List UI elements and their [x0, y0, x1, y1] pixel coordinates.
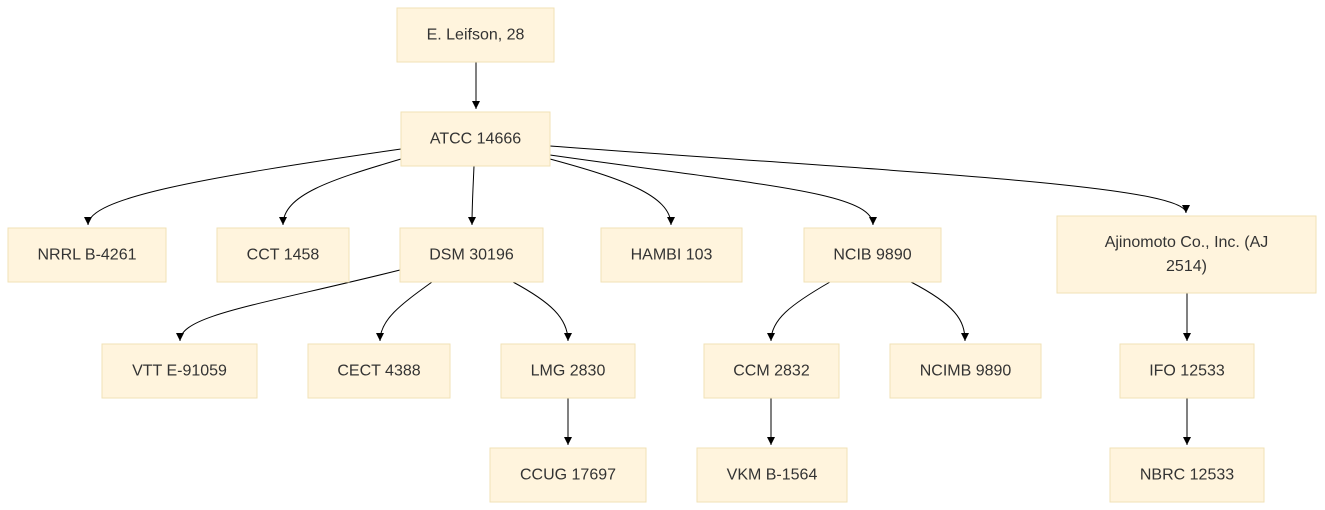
node-ifo: IFO 12533: [1119, 343, 1255, 399]
node-label: LMG 2830: [531, 363, 606, 380]
node-nbrc: NBRC 12533: [1109, 447, 1265, 503]
node-label: NRRL B-4261: [37, 247, 136, 264]
node-box: [216, 227, 350, 283]
edges-layer: [84, 62, 1191, 445]
edge-atcc-to-hambi: [549, 158, 675, 226]
edge-atcc-to-ncib: [549, 154, 877, 226]
node-cct: CCT 1458: [216, 227, 350, 283]
node-label: VTT E-91059: [132, 363, 227, 380]
node-box: [489, 447, 647, 503]
node-box: [500, 343, 636, 399]
node-box: [7, 227, 167, 283]
node-box: [400, 111, 551, 167]
node-box: [399, 227, 544, 283]
edge-atcc-to-nrrl: [84, 148, 402, 226]
node-vkm: VKM B-1564: [696, 447, 848, 503]
node-label: CCM 2832: [733, 363, 810, 380]
edge-ncib-to-ccm: [767, 281, 831, 342]
node-box: [803, 227, 942, 283]
node-leifson: E. Leifson, 28: [396, 7, 555, 63]
node-box: [889, 343, 1042, 399]
node-nrrl: NRRL B-4261: [7, 227, 167, 283]
node-label: NCIMB 9890: [920, 363, 1012, 380]
node-hambi: HAMBI 103: [600, 227, 743, 283]
node-cect: CECT 4388: [307, 343, 451, 399]
node-ncib: NCIB 9890: [803, 227, 942, 283]
node-label: IFO 12533: [1149, 363, 1225, 380]
node-label: ATCC 14666: [430, 131, 521, 148]
node-box: [1056, 215, 1317, 294]
edge-atcc-to-ajinomoto: [549, 145, 1190, 214]
node-label: NBRC 12533: [1140, 467, 1234, 484]
node-box: [696, 447, 848, 503]
node-ccm: CCM 2832: [703, 343, 840, 399]
node-atcc: ATCC 14666: [400, 111, 551, 167]
node-ajinomoto: Ajinomoto Co., Inc. (AJ 2514): [1056, 215, 1317, 294]
edge-dsm-to-vtt: [176, 269, 401, 342]
node-dsm: DSM 30196: [399, 227, 544, 283]
node-label: CCUG 17697: [520, 467, 616, 484]
node-label: HAMBI 103: [631, 247, 713, 264]
node-label: 2514): [1166, 258, 1207, 275]
node-box: [600, 227, 743, 283]
node-lmg: LMG 2830: [500, 343, 636, 399]
edge-atcc-to-dsm: [468, 165, 477, 226]
edge-dsm-to-cect: [376, 281, 433, 342]
node-box: [101, 343, 258, 399]
node-ncimb: NCIMB 9890: [889, 343, 1042, 399]
node-label: NCIB 9890: [833, 247, 911, 264]
edge-dsm-to-lmg: [512, 281, 572, 342]
node-box: [1109, 447, 1265, 503]
node-box: [396, 7, 555, 63]
node-label: Ajinomoto Co., Inc. (AJ: [1105, 234, 1269, 251]
node-box: [1119, 343, 1255, 399]
node-label: VKM B-1564: [727, 467, 818, 484]
node-ccug: CCUG 17697: [489, 447, 647, 503]
edge-ncib-to-ncimb: [910, 281, 969, 342]
node-box: [703, 343, 840, 399]
node-vtt: VTT E-91059: [101, 343, 258, 399]
node-label: E. Leifson, 28: [427, 27, 525, 44]
node-label: CCT 1458: [247, 247, 320, 264]
node-box: [307, 343, 451, 399]
edge-atcc-to-cct: [279, 158, 402, 226]
node-label: DSM 30196: [429, 247, 514, 264]
node-label: CECT 4388: [337, 363, 420, 380]
